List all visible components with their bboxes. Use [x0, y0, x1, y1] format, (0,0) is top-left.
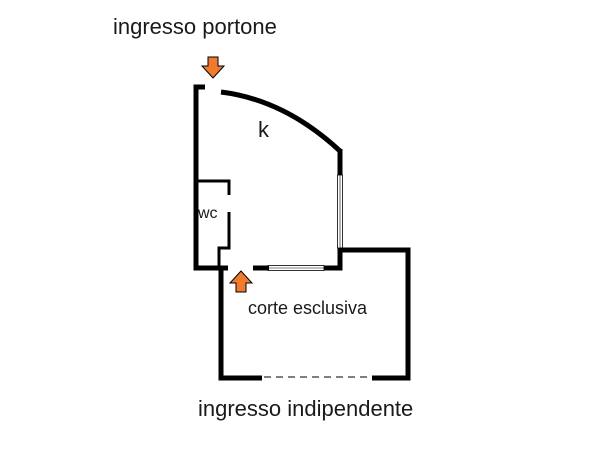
entrance-portone-label: ingresso portone — [113, 14, 277, 39]
wc-label: wc — [198, 205, 218, 222]
arrow-up-icon — [228, 270, 254, 293]
entrance-independent-label: ingresso indipendente — [198, 396, 414, 421]
courtyard-label: corte esclusiva — [248, 298, 368, 318]
wc-walls — [196, 179, 231, 268]
arrow-down-icon — [200, 56, 226, 79]
kitchen-label: k — [258, 117, 269, 142]
courtyard-walls — [218, 247, 411, 381]
apartment-walls — [193, 84, 343, 271]
